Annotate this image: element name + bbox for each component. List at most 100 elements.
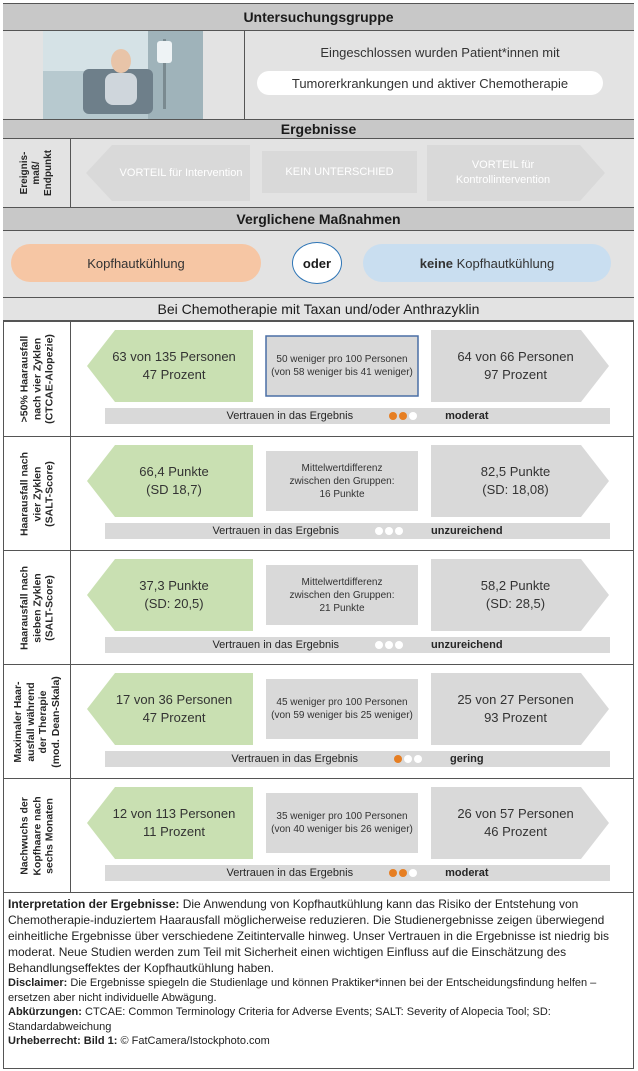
confidence-rating: unzureichend	[431, 639, 503, 651]
confidence-dots	[375, 639, 405, 651]
study-group-row: Eingeschlossen wurden Patient*innen mit …	[3, 31, 634, 119]
confidence-dot-empty	[395, 527, 404, 535]
legend-arrow-left	[86, 145, 250, 201]
comparison-row: Kopfhautkühlung oder keine Kopfhautkühlu…	[3, 231, 634, 297]
control-result-arrow	[431, 330, 609, 402]
control-result-line: 26 von 57 Personen	[457, 806, 574, 821]
intervention-result-arrow	[87, 330, 253, 402]
intervention-label: Kopfhautkühlung	[87, 255, 185, 271]
control-result-arrow	[431, 787, 609, 859]
outcome-shapes	[87, 445, 609, 517]
comparison-header: Verglichene Maßnahmen	[3, 207, 634, 231]
confidence-bar: Vertrauen in das Ergebnis unzureichend	[105, 637, 610, 653]
effect-estimate-line: Mittelwertdifferenz	[301, 462, 383, 474]
control-result-line: 25 von 27 Personen	[457, 692, 574, 707]
confidence-dot-empty	[395, 641, 404, 649]
or-circle: oder	[292, 242, 342, 284]
confidence-dot-empty	[385, 527, 394, 535]
disclaimer-paragraph: Disclaimer: Die Ergebnisse spiegeln die …	[8, 976, 628, 1005]
control-result: 26 von 57 Personen 46 Prozent	[443, 793, 588, 853]
confidence-label: Vertrauen in das Ergebnis	[231, 753, 358, 765]
study-group-line1: Eingeschlossen wurden Patient*innen mit	[320, 44, 560, 60]
confidence-label: Vertrauen in das Ergebnis	[212, 525, 340, 537]
study-group-title: Untersuchungsgruppe	[243, 9, 394, 25]
confidence-dot-filled	[399, 412, 408, 420]
confidence-dot-filled	[393, 755, 402, 763]
confidence-dots	[375, 525, 405, 537]
interpretation-title: Interpretation der Ergebnisse:	[8, 897, 180, 911]
effect-estimate-line: (von 40 weniger bis 26 weniger)	[271, 824, 413, 835]
confidence-dots	[389, 867, 419, 879]
interpretation-text: Die Anwendung von Kopfhautkühlung kann d…	[8, 897, 610, 975]
outcome-shapes	[87, 787, 609, 859]
effect-estimate-line: Mittelwertdifferenz	[301, 576, 383, 588]
control-result-line: 82,5 Punkte	[480, 464, 551, 479]
control-result-arrow	[431, 559, 609, 631]
intervention-result-line: 47 Prozent	[142, 367, 206, 382]
intervention-result-line: (SD 18,7)	[146, 482, 202, 497]
control-result: 25 von 27 Personen 93 Prozent	[443, 679, 588, 739]
control-result-line: 64 von 66 Personen	[457, 349, 574, 364]
confidence-dots	[393, 753, 424, 765]
confidence-label: Vertrauen in das Ergebnis	[212, 639, 340, 651]
effect-estimate-line: 50 weniger pro 100 Personen	[276, 354, 408, 365]
intervention-result: 37,3 Punkte(SD: 20,5)	[99, 565, 249, 625]
confidence-dots	[389, 410, 419, 422]
footer: Interpretation der Ergebnisse: Die Anwen…	[8, 896, 628, 1049]
patient-photo-cell	[3, 31, 245, 119]
effect-estimate-line: 35 weniger pro 100 Personen	[276, 811, 408, 822]
chemo-title: Bei Chemotherapie mit Taxan und/oder Ant…	[157, 301, 480, 317]
intervention-result: 17 von 36 Personen 47 Prozent	[99, 679, 249, 739]
interpretation-paragraph: Interpretation der Ergebnisse: Die Anwen…	[8, 896, 628, 976]
confidence-dot-empty	[409, 869, 418, 877]
legend-middle-text: KEIN UNTERSCHIED	[285, 166, 394, 178]
intervention-result-line: 47 Prozent	[142, 710, 206, 725]
legend-box-middle	[262, 151, 417, 193]
results-title: Ergebnisse	[280, 121, 357, 137]
control-result-arrow	[431, 673, 609, 745]
endpoint-label-cell: Ereignis- maß/ Endpunkt	[3, 139, 71, 207]
intervention-result-line: (SD: 20,5)	[144, 596, 204, 611]
control-label-rest: Kopfhautkühlung	[453, 255, 555, 271]
confidence-dot-filled	[399, 869, 408, 877]
legend-arrow-right	[427, 145, 605, 201]
intervention-result-line: 66,4 Punkte	[139, 464, 209, 479]
confidence-dot-empty	[409, 412, 418, 420]
confidence-rating: unzureichend	[431, 525, 503, 537]
control-label-bold: keine	[419, 255, 454, 271]
disclaimer-text: Die Ergebnisse spiegeln die Studienlage …	[8, 977, 597, 1004]
effect-estimate-box	[266, 679, 418, 739]
control-result-line: 93 Prozent	[484, 710, 547, 725]
intervention-pill: Kopfhautkühlung	[11, 244, 261, 282]
legend-right-text: VORTEIL für Kontrollintervention	[455, 159, 551, 186]
control-result-line: (SD: 18,08)	[482, 482, 549, 497]
study-group-header: Untersuchungsgruppe	[3, 3, 634, 31]
control-result: 64 von 66 Personen 97 Prozent	[443, 336, 588, 396]
intervention-result-line: 12 von 113 Personen	[112, 806, 236, 821]
intervention-result-line: 17 von 36 Personen	[115, 692, 233, 707]
control-result-line: 97 Prozent	[484, 367, 547, 382]
intervention-result-arrow	[87, 445, 253, 517]
study-group-line2: Tumorerkrankungen und aktiver Chemothera…	[257, 71, 603, 95]
control-result-line: 46 Prozent	[484, 824, 547, 839]
effect-estimate-box	[266, 565, 418, 625]
disclaimer-title: Disclaimer:	[8, 977, 68, 989]
copyright-paragraph: Urheberrecht: Bild 1: © FatCamera/Istock…	[8, 1034, 628, 1049]
control-pill: keine Kopfhautkühlung	[363, 244, 611, 282]
effect-estimate-line: (von 59 weniger bis 25 weniger)	[271, 710, 413, 721]
effect-estimate: 50 weniger pro 100 Personen(von 58 wenig…	[266, 336, 418, 396]
confidence-dot-empty	[375, 527, 384, 535]
confidence-bar: Vertrauen in das Ergebnis unzureichend	[105, 523, 610, 539]
effect-estimate: 45 weniger pro 100 Personen(von 59 wenig…	[266, 679, 418, 739]
control-result: 82,5 Punkte (SD: 18,08)	[443, 451, 588, 511]
